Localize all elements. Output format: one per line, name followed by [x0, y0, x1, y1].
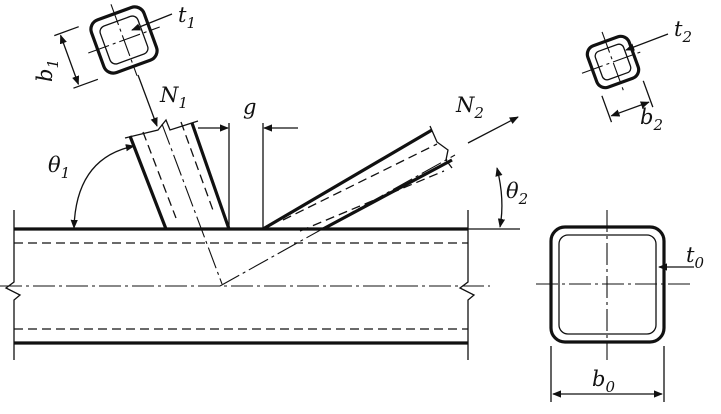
brace-2-centerline [219, 154, 456, 287]
brace-2 [219, 125, 456, 287]
n2-force-arrow [467, 116, 519, 144]
chord-break-right [458, 210, 476, 360]
brace-2-break [429, 125, 453, 169]
theta-1-label: θ1 [48, 153, 70, 182]
n1-label: N1 [159, 83, 188, 112]
t1-leader-arrow [131, 13, 173, 31]
t1-label: t1 [178, 3, 196, 32]
section-2 [581, 31, 669, 123]
theta-2-label: θ2 [506, 179, 528, 208]
gap-dimension [198, 123, 298, 229]
theta-2-angle [468, 167, 520, 230]
chord-break-left [4, 210, 22, 360]
b1-label: b1 [33, 59, 62, 82]
t0-label: t0 [686, 243, 704, 272]
g-label: g [243, 95, 256, 119]
brace-1-centerline [161, 123, 223, 285]
n1-force-arrow [137, 74, 158, 127]
brace-1 [124, 118, 231, 285]
brace-1-break [124, 118, 199, 139]
chord-member [0, 210, 490, 360]
section-0 [536, 210, 694, 402]
t2-label: t2 [674, 17, 692, 46]
n2-label: N2 [455, 93, 484, 122]
b0-label: b0 [592, 367, 615, 396]
t2-leader-arrow [625, 33, 669, 51]
theta-1-angle [70, 144, 135, 229]
b2-label: b2 [640, 105, 663, 134]
section-1 [54, 4, 173, 89]
